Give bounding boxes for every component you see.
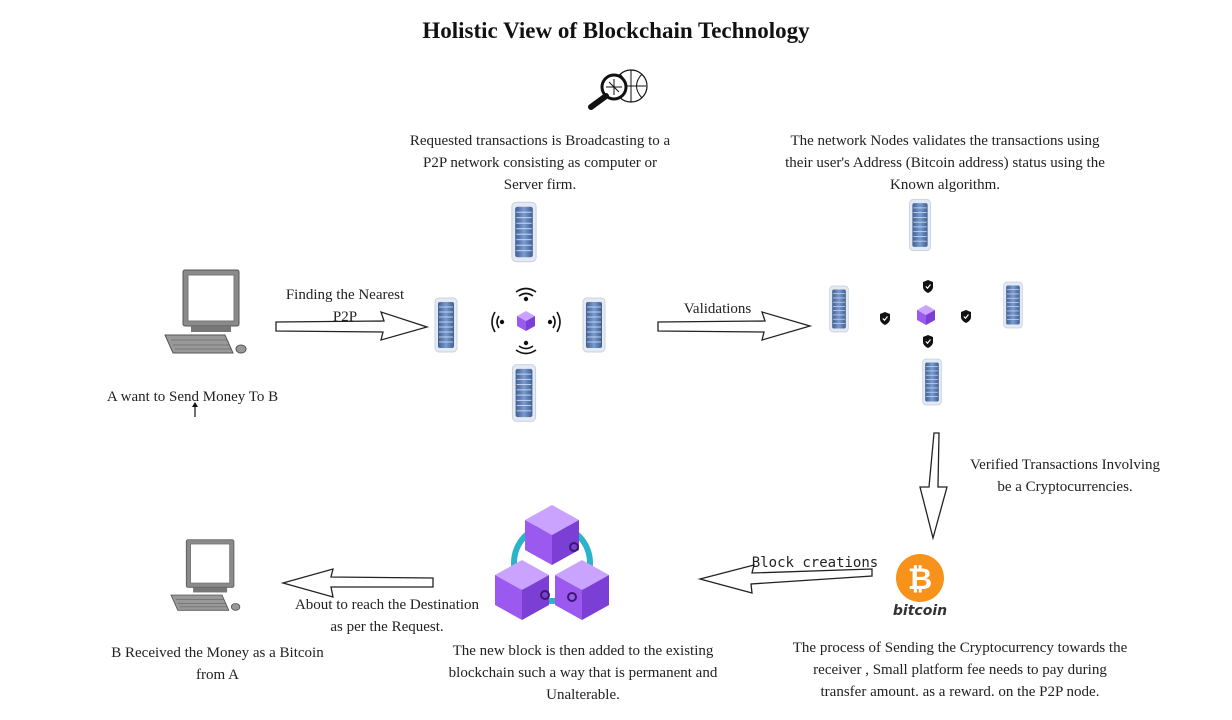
about-to-reach-label: About to reach the Destination as per th… — [282, 594, 492, 638]
broadcast-line-2: P2P network consisting as computer or — [422, 155, 657, 171]
arrow-finding-p2p — [275, 310, 430, 341]
verified-line-1: Verified Transactions Involving — [970, 457, 1160, 473]
new-block-line-2: blockchain such a way that is permanent … — [448, 665, 718, 681]
page-title: Holistic View of Blockchain Technology — [422, 18, 810, 43]
process-line-1: The process of Sending the Cryptocurrenc… — [792, 640, 1128, 656]
arrow-validations — [657, 311, 813, 341]
blockchain-cubes-icon — [495, 505, 609, 620]
receiver-line-1: B Received the Money as a Bitcoin — [111, 645, 324, 661]
verified-line-2: be a Cryptocurrencies. — [997, 479, 1133, 495]
sender-computer-icon — [164, 269, 247, 354]
receiver-label: B Received the Money as a Bitcoin from A — [80, 642, 355, 686]
block-creations-label: Block creations — [751, 555, 879, 571]
about-line-1: About to reach the Destination — [294, 597, 480, 613]
arrow-to-destination — [280, 568, 434, 598]
validate-line-2: their user's Address (Bitcoin address) s… — [785, 155, 1105, 171]
new-block-line-1: The new block is then added to the exist… — [452, 643, 714, 659]
broadcast-line-1: Requested transactions is Broadcasting t… — [409, 133, 671, 149]
arrow-verified-down — [919, 432, 948, 541]
bitcoin-icon: ₿ — [896, 554, 944, 602]
finding-label: Finding the Nearest P2P — [265, 284, 425, 328]
validate-line-3: Known algorithm. — [890, 177, 1000, 193]
validations-label: Validations — [683, 301, 752, 317]
arrow-block-creations — [697, 564, 873, 594]
broadcast-description: Requested transactions is Broadcasting t… — [380, 130, 700, 196]
receiver-line-2: from A — [196, 667, 239, 683]
bitcoin-wordmark: bitcoin — [892, 603, 948, 619]
sender-label: A want to Send Money To B — [106, 389, 279, 405]
process-description: The process of Sending the Cryptocurrenc… — [760, 637, 1160, 703]
broadcast-line-3: Server firm. — [503, 177, 577, 193]
new-block-line-3: Unalterable. — [546, 687, 620, 703]
new-block-description: The new block is then added to the exist… — [418, 640, 748, 706]
magnifier-globe-icon — [588, 69, 648, 110]
process-line-3: transfer amount. as a reward. on the P2P… — [820, 684, 1100, 700]
broadcast-network-cluster — [434, 201, 606, 422]
finding-line-1: Finding the Nearest — [285, 287, 405, 303]
small-up-arrow-icon — [192, 402, 198, 417]
about-line-2: as per the Request. — [330, 619, 444, 635]
verified-label: Verified Transactions Involving be a Cry… — [945, 454, 1185, 498]
finding-line-2: P2P — [332, 309, 358, 325]
validate-line-1: The network Nodes validates the transact… — [790, 133, 1100, 149]
process-line-2: receiver , Small platform fee needs to p… — [813, 662, 1107, 678]
svg-text:₿: ₿ — [908, 562, 932, 597]
receiver-computer-icon — [170, 539, 241, 611]
validate-description: The network Nodes validates the transact… — [755, 130, 1135, 196]
validation-network-cluster — [829, 198, 1023, 406]
